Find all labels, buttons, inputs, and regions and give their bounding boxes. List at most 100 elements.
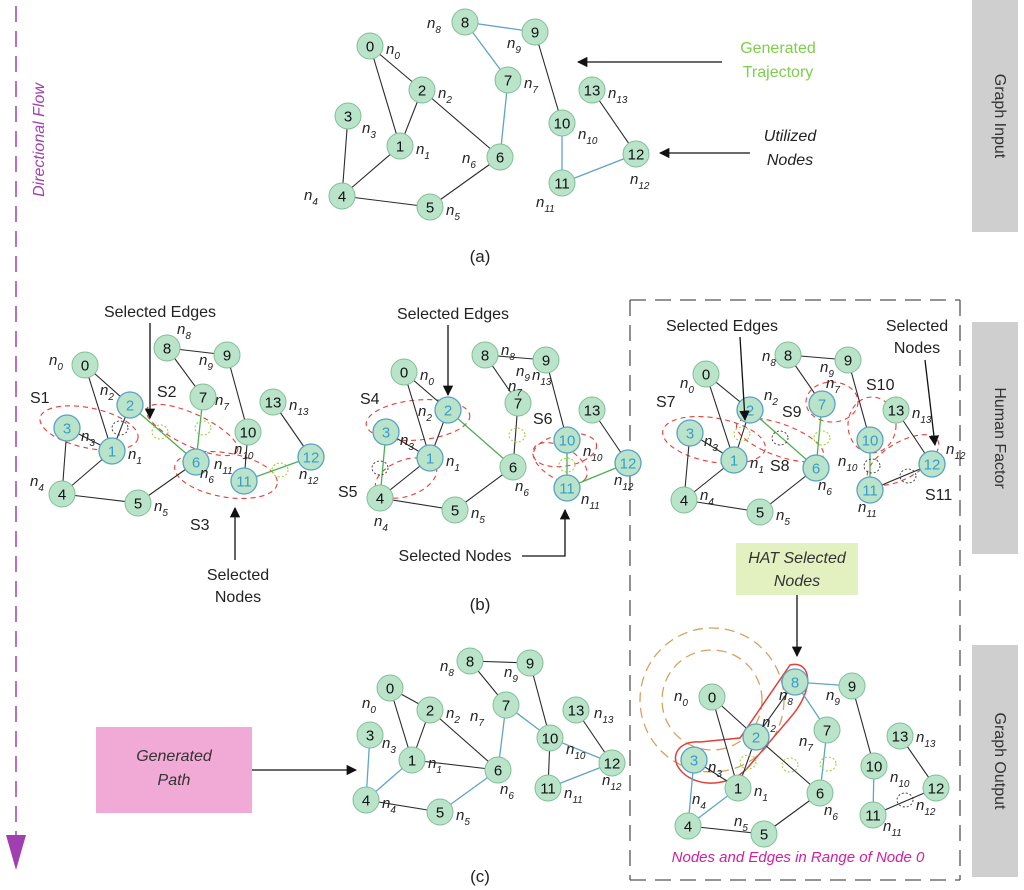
node-4	[352, 786, 380, 814]
side-label-input: Graph Input	[972, 0, 1018, 232]
node-number: 5	[134, 496, 142, 513]
node-label: n4	[30, 473, 44, 494]
node-label: n0	[362, 695, 376, 716]
selection-ellipse	[735, 417, 825, 463]
range-circle-inner	[661, 649, 763, 751]
node-label: n13	[608, 85, 628, 106]
node-label: n1	[428, 755, 442, 776]
node-11	[548, 169, 576, 197]
node-label: n12	[946, 441, 966, 462]
selected-edges-label-b2: Selected Edges	[397, 306, 509, 323]
node-number: 0	[708, 690, 716, 707]
flow-label: Directional Flow	[31, 82, 48, 197]
node-number: 7	[514, 396, 522, 413]
node-number: 2	[752, 730, 760, 747]
node-label: n1	[754, 783, 768, 804]
node-number: 13	[584, 403, 601, 420]
side-box-human	[972, 322, 1018, 554]
set-label: S11	[925, 487, 952, 504]
node-4	[674, 812, 702, 840]
edge-midpoint-marker	[733, 426, 751, 442]
node-number: 5	[436, 805, 444, 822]
node-label: n2	[764, 387, 778, 408]
node-number: 0	[366, 39, 374, 56]
node-1	[98, 437, 126, 465]
node-number: 12	[928, 781, 945, 798]
node-label: n3	[362, 120, 376, 141]
node-number: 13	[584, 83, 601, 100]
node-13	[886, 722, 914, 750]
selection-ellipse	[174, 450, 278, 500]
node-number: 3	[686, 426, 694, 443]
node-13	[578, 76, 606, 104]
node-7	[494, 66, 522, 94]
node-1	[720, 446, 748, 474]
edge-midpoint-marker	[819, 756, 837, 772]
node-label: n1	[128, 446, 142, 467]
node-label: n13	[594, 705, 614, 726]
node-label: n12	[630, 171, 650, 192]
node-2	[742, 723, 770, 751]
set-label: S5	[338, 484, 358, 501]
node-label: n10	[578, 126, 598, 147]
node-10	[553, 426, 581, 454]
node-label: n4	[700, 487, 714, 508]
node-10	[856, 426, 884, 454]
node-number: 2	[746, 403, 754, 420]
side-label-human: Human Factor	[972, 322, 1018, 554]
node-number: 11	[865, 808, 881, 825]
node-number: 11	[540, 781, 556, 798]
hat-label-2: Nodes	[774, 573, 820, 590]
node-number: 5	[756, 505, 764, 522]
flow-arrowhead-icon	[6, 835, 26, 870]
node-number: 10	[559, 433, 576, 450]
selected-nodes-arrow-b3	[924, 359, 940, 447]
selected-nodes-arrow-b2	[522, 508, 571, 557]
node-number: 7	[818, 397, 826, 414]
node-label: n9	[826, 687, 840, 708]
node-5	[746, 498, 774, 526]
node-13	[882, 396, 910, 424]
node-label: n0	[420, 367, 434, 388]
node-number: 5	[760, 827, 768, 844]
node-label: n11	[564, 785, 583, 806]
edge-4-5	[341, 195, 431, 208]
edge-2-6	[429, 709, 499, 771]
node-10	[536, 724, 564, 752]
selected-edges-label-b3: Selected Edges	[666, 318, 778, 335]
node-number: 11	[862, 483, 878, 500]
node-number: 9	[531, 25, 539, 42]
generated-trajectory-label-2: Trajectory	[743, 64, 814, 81]
node-3	[676, 419, 704, 447]
edge-midpoint-marker	[896, 792, 914, 808]
node-label: n11	[883, 818, 902, 839]
edge-0-1	[369, 45, 401, 147]
selection-ellipse	[805, 381, 859, 423]
node-number: 13	[888, 403, 905, 420]
node-label: n10	[838, 453, 858, 474]
node-label: n0	[674, 688, 688, 709]
node-9	[213, 341, 241, 369]
node-11	[553, 474, 581, 502]
node-number: 6	[816, 786, 824, 803]
node-3	[53, 414, 81, 442]
node-label: n11	[214, 456, 233, 477]
node-label: n10	[890, 769, 910, 790]
caption-b: (b)	[470, 595, 491, 614]
side-text-human: Human Factor	[991, 387, 1008, 489]
node-10	[234, 418, 262, 446]
node-label: n3	[400, 432, 414, 453]
node-number: 13	[892, 729, 909, 746]
node-number: 12	[620, 456, 637, 473]
generated-path-box	[96, 727, 252, 813]
generated-trajectory-label-1: Generated	[740, 40, 816, 57]
node-label: n6	[200, 465, 214, 486]
node-7	[504, 389, 532, 417]
edge-midpoint-marker	[371, 460, 389, 476]
node-6	[806, 779, 834, 807]
node-number: 11	[559, 481, 575, 498]
node-label: n0	[386, 41, 400, 62]
